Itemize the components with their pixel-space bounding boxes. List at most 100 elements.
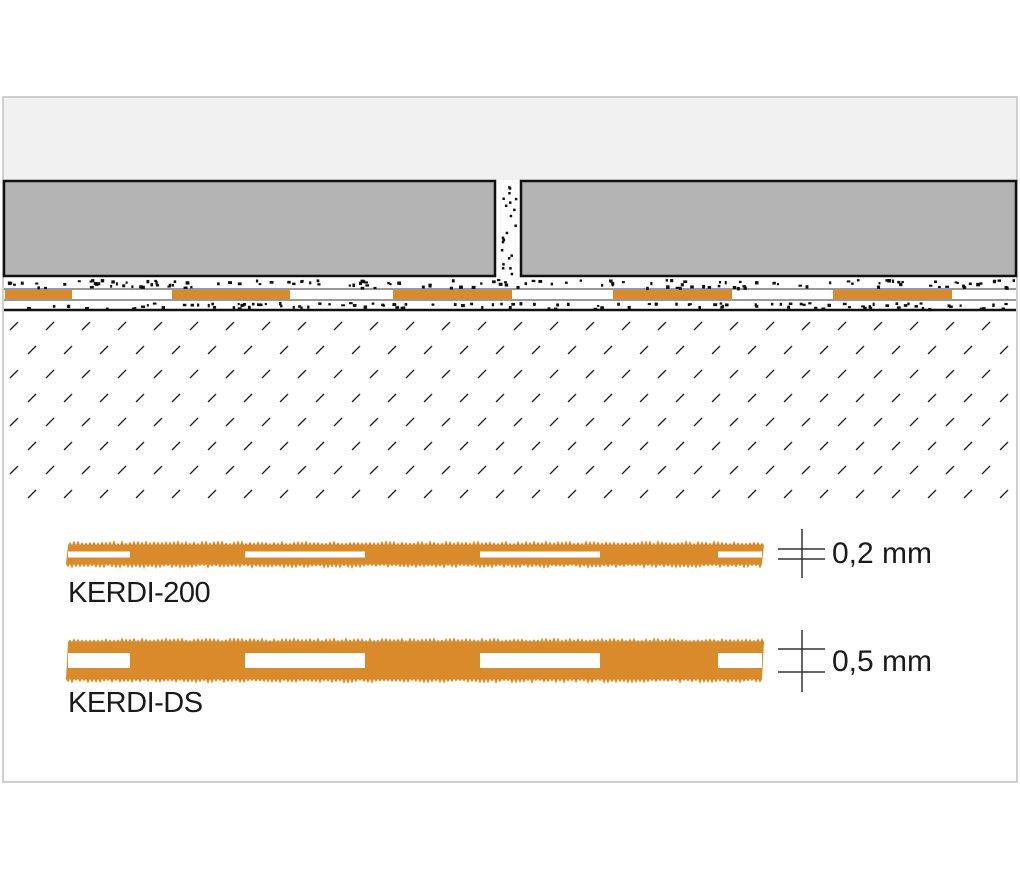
hatch-mark	[819, 441, 829, 451]
aggregate-dot	[799, 302, 803, 306]
aggregate-dot	[531, 279, 536, 283]
hatch-mark	[477, 321, 487, 331]
hatch-mark	[243, 345, 253, 355]
aggregate-dot	[358, 281, 363, 286]
aggregate-dot	[754, 303, 757, 307]
hatch-mark	[387, 441, 397, 451]
aggregate-dot	[183, 286, 188, 289]
hatch-mark	[297, 465, 307, 475]
aggregate-dot	[402, 306, 406, 310]
hatch-mark	[999, 441, 1009, 451]
hatch-mark	[207, 345, 217, 355]
aggregate-dot	[863, 306, 867, 310]
hatch-mark	[243, 441, 253, 451]
aggregate-dot	[35, 282, 39, 285]
membrane-core-gap	[480, 653, 600, 668]
hatch-mark	[693, 465, 703, 475]
aggregate-dot	[213, 305, 217, 309]
aggregate-dot	[779, 302, 783, 306]
aggregate-dot	[13, 283, 16, 286]
aggregate-dot	[131, 285, 134, 289]
aggregate-dot	[341, 304, 346, 307]
aggregate-dot	[52, 304, 56, 308]
dimension-marker-kerdi-200	[778, 529, 825, 578]
aggregate-dot	[381, 303, 385, 307]
hatch-mark	[909, 369, 919, 379]
hatch-mark	[999, 489, 1009, 499]
aggregate-dot	[67, 304, 71, 309]
aggregate-dot	[508, 201, 512, 204]
aggregate-dot	[89, 280, 93, 283]
hatch-mark	[819, 489, 829, 499]
aggregate-dot	[698, 306, 702, 310]
aggregate-dot	[481, 306, 484, 310]
aggregate-dot	[197, 303, 200, 307]
aggregate-dot	[921, 307, 925, 310]
hatch-mark	[279, 393, 289, 403]
aggregate-dot	[829, 281, 832, 285]
aggregate-dot	[387, 281, 390, 285]
hatch-mark	[351, 393, 361, 403]
aggregate-dot	[404, 303, 408, 306]
aggregate-dot	[20, 281, 24, 285]
aggregate-dot	[903, 304, 908, 307]
hatch-mark	[765, 417, 775, 427]
hatch-mark	[279, 441, 289, 451]
aggregate-dot	[309, 281, 312, 285]
product-label-kerdi-200: KERDI-200	[68, 577, 211, 609]
aggregate-dot	[111, 280, 115, 284]
aggregate-dot	[431, 303, 435, 306]
hatch-mark	[567, 393, 577, 403]
aggregate-dot	[934, 280, 938, 284]
hatch-mark	[747, 393, 757, 403]
aggregate-dot	[514, 224, 517, 227]
aggregate-dot	[139, 285, 144, 289]
aggregate-dot	[802, 303, 806, 306]
aggregate-dot	[627, 305, 631, 310]
aggregate-dot	[821, 307, 826, 310]
hatch-mark	[549, 321, 559, 331]
aggregate-dot	[100, 279, 105, 283]
hatch-mark	[315, 345, 325, 355]
aggregate-dot	[617, 302, 620, 306]
aggregate-dot	[89, 286, 94, 289]
membrane-segment	[833, 290, 952, 299]
aggregate-dot	[389, 283, 392, 286]
aggregate-dot	[982, 307, 986, 311]
aggregate-dot	[719, 302, 723, 305]
hatch-mark	[801, 417, 811, 427]
hatch-mark	[891, 489, 901, 499]
aggregate-dot	[593, 307, 598, 311]
aggregate-dot	[217, 282, 220, 286]
aggregate-dot	[298, 305, 302, 308]
aggregate-dot	[500, 302, 503, 306]
aggregate-dot	[251, 302, 255, 306]
hatch-mark	[441, 369, 451, 379]
membrane-core-gap	[718, 653, 762, 668]
aggregate-dot	[732, 285, 737, 290]
aggregate-dot	[770, 302, 774, 306]
hatch-mark	[387, 345, 397, 355]
hatch-mark	[783, 345, 793, 355]
hatch-mark	[81, 417, 91, 427]
aggregate-dot	[514, 197, 518, 201]
hatch-mark	[27, 393, 37, 403]
hatch-mark	[675, 393, 685, 403]
aggregate-dot	[556, 303, 560, 307]
hatch-mark	[963, 345, 973, 355]
aggregate-dot	[872, 302, 875, 307]
hatch-mark	[243, 489, 253, 499]
hatch-mark	[621, 321, 631, 331]
aggregate-dot	[609, 279, 613, 283]
aggregate-dot	[597, 304, 600, 307]
hatch-mark	[423, 489, 433, 499]
hatch-mark	[567, 441, 577, 451]
hatch-mark	[315, 393, 325, 403]
aggregate-dot	[928, 307, 932, 312]
aggregate-dot	[945, 285, 950, 288]
hatch-mark	[369, 321, 379, 331]
hatch-mark	[585, 321, 595, 331]
hatch-mark	[9, 321, 19, 331]
aggregate-dot	[146, 279, 150, 284]
